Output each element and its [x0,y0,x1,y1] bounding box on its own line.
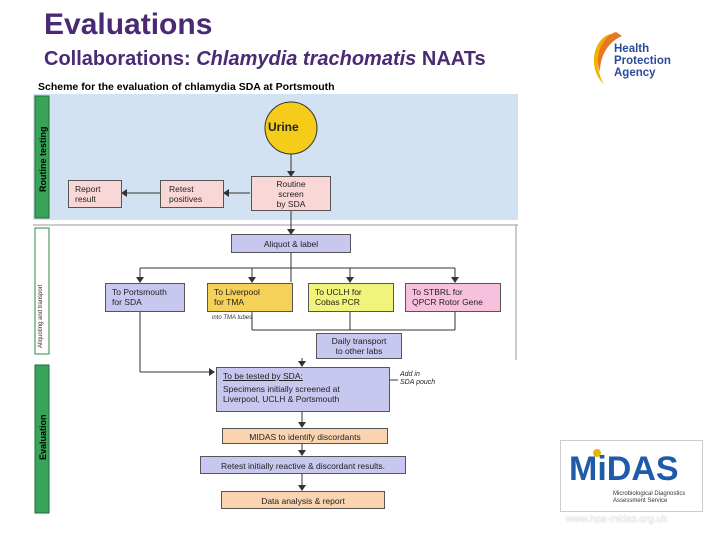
hpa-logo-line2: Protection [614,55,671,67]
liverpool-note: into TMA tubes [212,315,253,321]
report-result-box: Report result [68,180,122,208]
retest-reactive-box: Retest initially reactive & discordant r… [200,456,406,474]
band-label-routine: Routine testing [38,126,48,193]
stbrl-line2: QPCR Rotor Gene [412,297,483,307]
daily-transport-box: Daily transport to other labs [316,333,402,359]
routine-screen-box: Routine screen by SDA [251,176,331,211]
routine-screen-line3: by SDA [276,199,306,209]
midas-wordmark: MiDAS [569,450,679,488]
subtitle-prefix: Collaborations: [44,48,197,70]
transport-line1: Daily transport [331,336,387,346]
retest-line1: Retest [169,184,194,194]
midas-tagline-line2: Assessment Service [613,498,668,504]
hpa-swoosh-icon [593,32,622,84]
subtitle-suffix: NAATs [416,48,486,70]
hpa-logo-line1: Health [614,43,650,55]
evaluation-band-label-bg [34,364,50,514]
data-analysis-box: Data analysis & report [221,491,385,509]
portsmouth-line1: To Portsmouth [112,287,167,297]
liverpool-line2: for TMA [214,297,245,307]
urine-label: Urine [268,120,299,134]
portsmouth-box: To Portsmouth for SDA [105,283,185,312]
liverpool-box: To Liverpool for TMA [207,283,293,312]
slide-title: Evaluations [44,8,213,41]
band-label-aliquoting: Aliquoting and transport [38,284,44,348]
hpa-logo: Health Protection Agency [582,26,702,96]
midas-tagline: Microbiological Diagnostics Assessment S… [613,491,685,505]
pouch-line2: SDA pouch [400,379,436,386]
routine-screen-line2: screen [278,189,304,199]
uclh-line1: To UCLH for [315,287,362,297]
sda-pouch-note: Add in SDA pouch [400,371,435,387]
report-line2: result [75,194,96,204]
midas-logo: MiDAS Microbiological Diagnostics Assess… [560,440,703,512]
retest-line2: positives [169,194,203,204]
aliquoting-band-marker [34,227,50,355]
sda-testing-box: To be tested by SDA: Specimens initially… [216,367,390,412]
midas-tagline-line1: Microbiological Diagnostics [613,491,686,497]
band-label-evaluation: Evaluation [38,414,48,460]
tested-line3: Liverpool, UCLH & Portsmouth [223,394,340,404]
uclh-line2: Cobas PCR [315,297,360,307]
aliquot-label-box: Aliquot & label [231,234,351,253]
uclh-box: To UCLH for Cobas PCR [308,283,394,312]
routine-band-label-bg [34,95,50,219]
midas-discordants-box: MIDAS to identify discordants [222,428,388,444]
pouch-line1: Add in [400,371,420,378]
tested-line1: To be tested by SDA: [223,371,303,381]
retest-positives-box: Retest positives [160,180,224,208]
stbrl-line1: To STBRL for [412,287,463,297]
website-url[interactable]: www.hpa-midas.org.uk [566,514,668,525]
report-line1: Report [75,184,101,194]
portsmouth-line2: for SDA [112,297,142,307]
transport-line2: to other labs [335,346,383,356]
slide-subtitle: Collaborations: Chlamydia trachomatis NA… [44,48,486,71]
tested-line2: Specimens initially screened at [223,384,340,394]
liverpool-line1: To Liverpool [214,287,260,297]
diagram-title: Scheme for the evaluation of chlamydia S… [38,81,335,93]
hpa-logo-line3: Agency [614,67,656,79]
stbrl-box: To STBRL for QPCR Rotor Gene [405,283,501,312]
routine-screen-line1: Routine [276,179,306,189]
midas-star-icon [593,449,601,457]
subtitle-organism: Chlamydia trachomatis [196,48,417,70]
